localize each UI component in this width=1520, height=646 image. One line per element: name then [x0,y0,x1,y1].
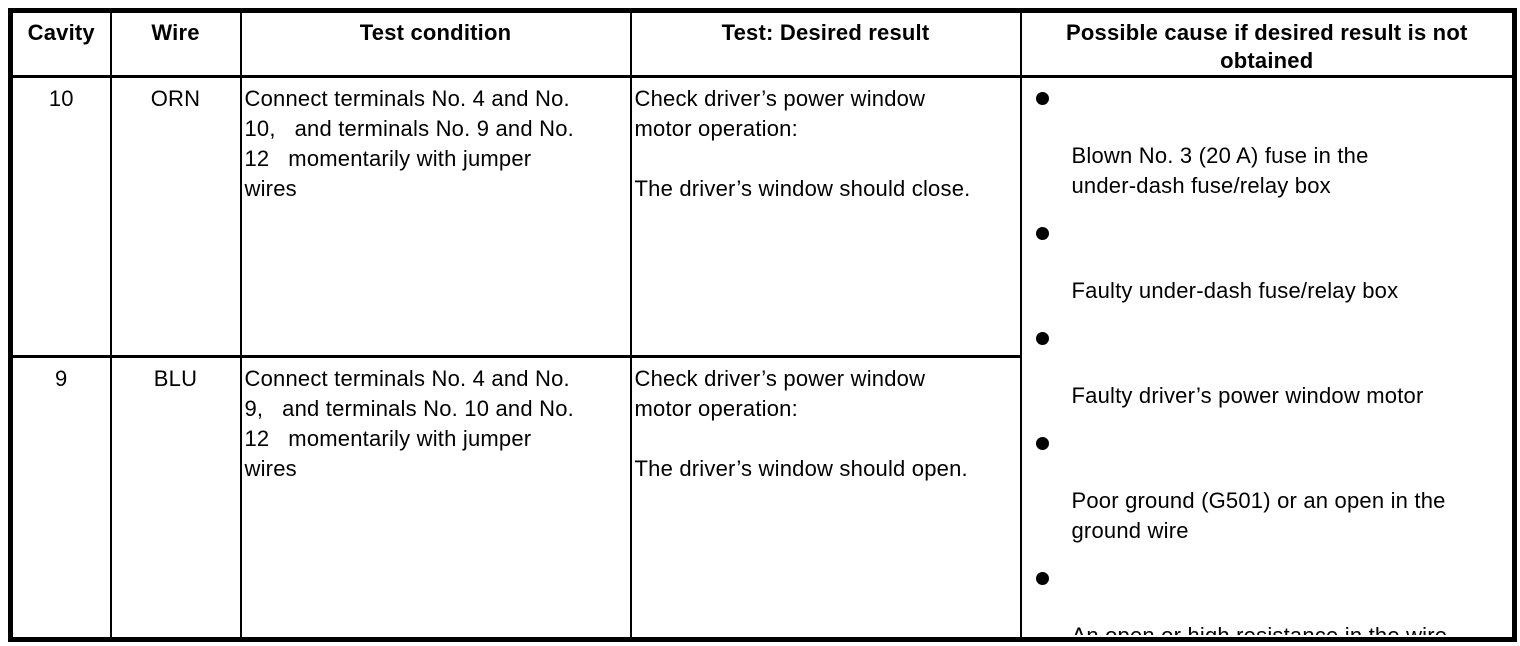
table-row-cavity-10: 10 ORN Connect terminals No. 4 and No. 1… [9,75,1516,641]
column-header-wire: Wire [109,9,242,78]
wire-color-value: ORN [109,75,242,358]
bullet-icon [1035,227,1049,240]
cause-text: Faulty under-dash fuse/relay box [1071,278,1399,303]
header-row: Cavity Wire Test condition Test: Desired… [9,9,1516,78]
cause-item: Blown No. 3 (20 A) fuse in the under-das… [1035,92,1503,201]
column-header-cavity: Cavity [9,9,112,78]
bullet-icon [1035,572,1049,585]
column-header-test-condition: Test condition [239,9,632,78]
cause-item: Faulty under-dash fuse/relay box [1035,227,1503,306]
desired-result-text: Check driver’s power window motor operat… [629,75,1022,358]
troubleshooting-table: Cavity Wire Test condition Test: Desired… [8,8,1517,642]
cause-text: Poor ground (G501) or an open in the gro… [1071,488,1446,543]
possible-cause-list: Blown No. 3 (20 A) fuse in the under-das… [1023,79,1513,635]
bullet-icon [1035,92,1049,105]
cause-text: Blown No. 3 (20 A) fuse in the under-das… [1071,143,1369,198]
possible-cause-cell: Blown No. 3 (20 A) fuse in the under-das… [1019,75,1516,641]
bullet-icon [1035,332,1049,345]
bullet-icon [1035,437,1049,450]
test-condition-text: Connect terminals No. 4 and No. 9, and t… [239,355,632,641]
cause-item: Faulty driver’s power window motor [1035,332,1503,411]
table-row-cavity-9: 9 BLU Connect terminals No. 4 and No. 9,… [9,355,1515,641]
wire-color-value: BLU [109,355,242,641]
cause-item: Poor ground (G501) or an open in the gro… [1035,437,1503,546]
test-condition-text: Connect terminals No. 4 and No. 10, and … [239,75,632,358]
desired-result-text: Check driver’s power window motor operat… [629,355,1022,641]
cause-text: An open or high resistance in the wire [1072,621,1503,635]
cavity-value: 9 [9,355,112,641]
cause-item: An open or high resistance in the wire [1035,572,1503,635]
cause-text: Faulty driver’s power window motor [1071,383,1424,408]
cavity-value: 10 [9,75,112,358]
column-header-desired-result: Test: Desired result [629,9,1022,78]
column-header-possible-cause: Possible cause if desired result is not … [1019,9,1516,78]
